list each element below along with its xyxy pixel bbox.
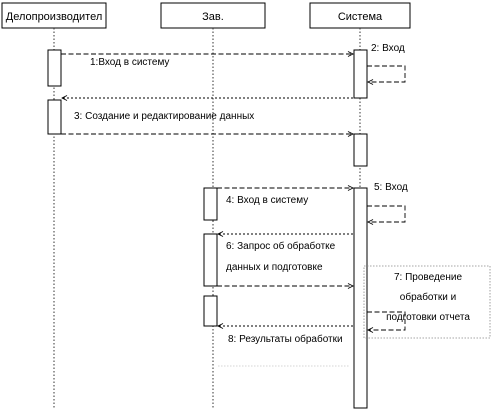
- activation-system-2: [353, 133, 368, 167]
- message-6-label-line2: данных и подготовке: [226, 262, 323, 273]
- message-6-label-line1: 6: Запрос об обработке: [226, 240, 336, 252]
- message-3[interactable]: 3: Создание и редактирование данных: [61, 111, 353, 134]
- actor-clerk-label: Делопроизводител: [6, 11, 103, 23]
- message-7-label-line1: 7: Проведение: [394, 272, 462, 283]
- message-3-label: 3: Создание и редактирование данных: [74, 111, 254, 122]
- actor-clerk[interactable]: Делопроизводител: [1, 2, 107, 29]
- activation-head-1: [203, 187, 218, 221]
- activation-system-3: [353, 187, 368, 409]
- message-4-label: 4: Вход в систему: [226, 195, 308, 206]
- message-8-label: 8: Результаты обработки: [228, 333, 343, 345]
- activation-clerk-1: [47, 49, 62, 87]
- message-1-label: 1:Вход в систему: [90, 57, 169, 68]
- message-6[interactable]: 6: Запрос об обработке данных и подготов…: [217, 234, 353, 286]
- message-2-label: 2: Вход: [371, 43, 405, 54]
- activation-system-1: [353, 49, 368, 99]
- message-5[interactable]: 5: Вход: [367, 182, 408, 222]
- message-7-label-line2: обработки и: [400, 291, 456, 303]
- message-8[interactable]: 8: Результаты обработки: [218, 326, 353, 345]
- activation-clerk-2: [47, 99, 62, 135]
- activation-head-3: [203, 295, 218, 327]
- actor-system[interactable]: Система: [309, 2, 411, 29]
- message-5-label: 5: Вход: [374, 182, 408, 193]
- message-2[interactable]: 2: Вход: [367, 43, 406, 82]
- message-7[interactable]: 7: Проведение обработки и подготовки отч…: [363, 265, 491, 339]
- actor-head[interactable]: Зав.: [160, 2, 266, 29]
- actor-head-label: Зав.: [202, 11, 224, 23]
- message-7-note: [363, 265, 491, 339]
- message-4[interactable]: 4: Вход в систему: [217, 188, 353, 206]
- actor-system-label: Система: [338, 11, 383, 23]
- message-1[interactable]: 1:Вход в систему: [61, 54, 353, 68]
- message-7-label-line3: подготовки отчета: [386, 312, 470, 323]
- activation-head-2: [203, 233, 218, 287]
